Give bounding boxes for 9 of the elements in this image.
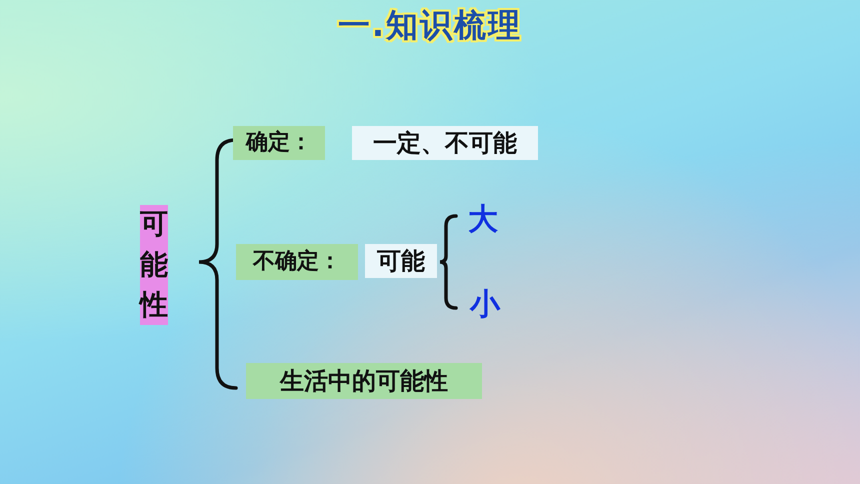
option-label: 小 [470, 290, 500, 320]
category-box: 不确定： [236, 244, 358, 280]
option-label: 大 [468, 205, 498, 235]
title: 一.知识梳理 [336, 5, 524, 46]
answer-box: 一定、不可能 [352, 126, 538, 160]
topic-box: 可能性 [140, 205, 168, 325]
answer-box: 可能 [365, 244, 437, 278]
category-box: 确定： [233, 126, 325, 160]
category-box: 生活中的可能性 [246, 363, 482, 399]
